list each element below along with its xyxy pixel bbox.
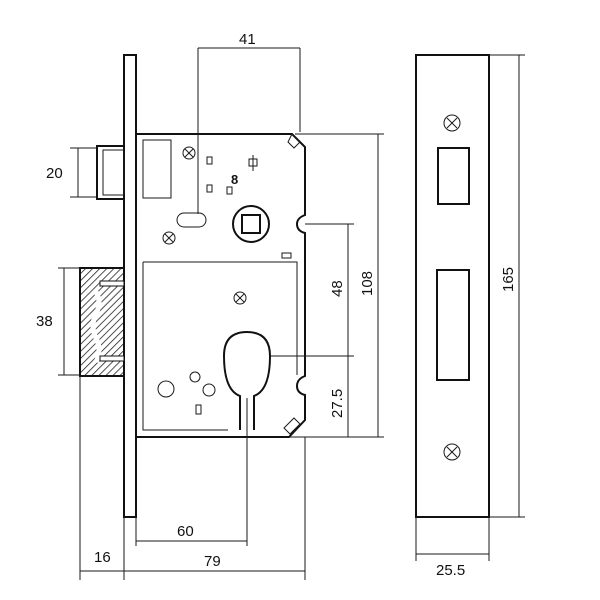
dimension-38: 38 xyxy=(36,267,80,376)
dimension-20: 20 xyxy=(46,147,96,198)
slot xyxy=(206,156,213,165)
euro-cylinder-cutout xyxy=(222,330,272,430)
dimension-48: 48 xyxy=(305,223,354,357)
dimension-79: 79 xyxy=(124,437,306,580)
dimension-165: 165 xyxy=(489,54,525,518)
dimension-41: 41 xyxy=(197,31,301,214)
dimension-25-5-label: 25.5 xyxy=(436,562,465,579)
latch-bolt xyxy=(96,145,125,200)
dimension-165-label: 165 xyxy=(500,267,517,292)
follower-spindle xyxy=(232,205,270,243)
lock-case-outline xyxy=(135,133,306,438)
pivot-symbol-icon xyxy=(248,155,258,171)
mounting-hole xyxy=(189,371,201,383)
dimension-48-label: 48 xyxy=(329,280,346,297)
dead-bolt xyxy=(79,267,125,377)
dimension-20-label: 20 xyxy=(46,165,63,182)
dimension-41-label: 41 xyxy=(239,31,256,48)
dimension-38-label: 38 xyxy=(36,313,53,330)
latch-opening xyxy=(437,147,470,205)
mounting-hole xyxy=(202,383,216,397)
case-corner-detail xyxy=(287,133,301,149)
dimension-60-label: 60 xyxy=(177,523,194,540)
slot xyxy=(195,404,202,415)
case-screw-icon xyxy=(233,291,247,305)
front-faceplate xyxy=(415,54,490,518)
dimension-16-label: 16 xyxy=(94,549,111,566)
slot xyxy=(281,252,292,259)
case-corner-detail-lower xyxy=(283,417,301,435)
faceplate-screw-icon xyxy=(443,114,461,132)
side-faceplate xyxy=(123,54,137,518)
slot xyxy=(226,186,233,195)
bolt-opening xyxy=(436,269,470,381)
dimension-79-label: 79 xyxy=(204,553,221,570)
oval-slot xyxy=(176,212,207,228)
dimension-16: 16 xyxy=(79,376,125,580)
case-screw-icon xyxy=(162,231,176,245)
dimension-25-5: 25.5 xyxy=(415,517,490,579)
case-screw-icon xyxy=(182,146,196,160)
deadbolt-mechanism-outline xyxy=(142,261,298,431)
follower-mark: 8 xyxy=(231,172,238,187)
dimension-108-label: 108 xyxy=(359,271,376,296)
slot xyxy=(206,184,213,193)
dimension-60: 60 xyxy=(135,398,248,546)
latch-mechanism-plate xyxy=(142,139,172,199)
dimension-27-5-label: 27.5 xyxy=(329,389,346,418)
faceplate-screw-icon xyxy=(443,443,461,461)
dimension-108: 108 xyxy=(290,133,384,438)
mounting-hole xyxy=(157,380,175,398)
